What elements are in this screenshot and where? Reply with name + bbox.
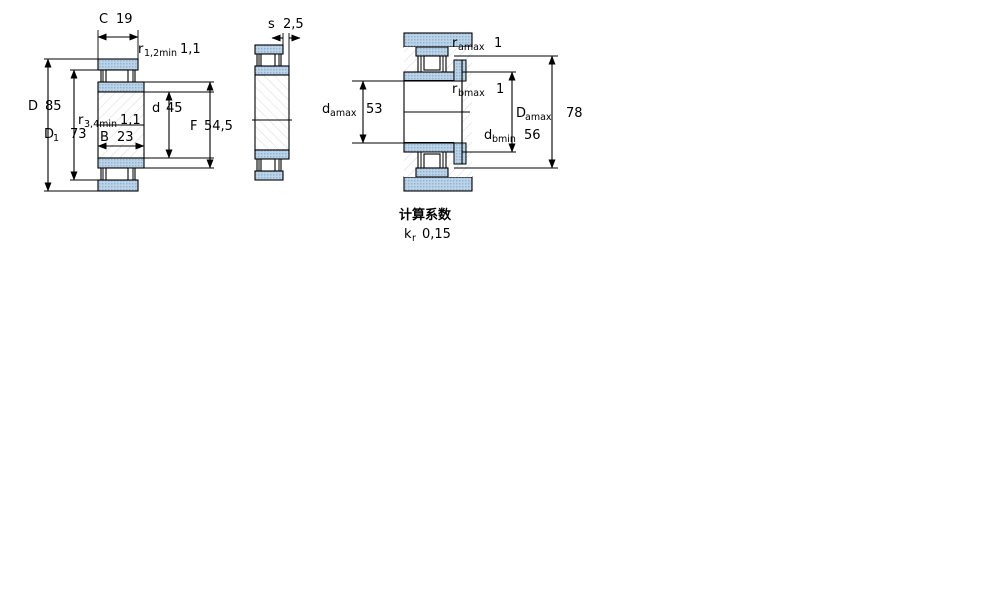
dimension-B: B 23 xyxy=(97,130,145,150)
calculation-factor-symbol: k xyxy=(404,227,412,242)
dimension-D1-sub: 1 xyxy=(53,133,59,144)
dimension-C-value: 19 xyxy=(116,12,133,27)
dimension-r12min-symbol: r xyxy=(138,42,144,57)
right-bearing-body xyxy=(403,80,470,144)
middle-outer-ring-lower xyxy=(254,149,290,181)
dimension-ramax-symbol: r xyxy=(452,36,458,51)
dimension-ramax-value: 1 xyxy=(494,36,502,51)
dimension-D1-value: 73 xyxy=(70,127,87,142)
dimension-d-label: d xyxy=(152,101,160,116)
dimension-r12min-sub: 1,2min xyxy=(144,48,177,59)
outer-ring-lower xyxy=(97,157,145,192)
dimension-B-value: 23 xyxy=(117,130,134,145)
dimension-damax-symbol: d xyxy=(322,102,330,117)
dimension-damax-value: 53 xyxy=(366,102,383,117)
dimension-Damax-symbol: D xyxy=(516,106,526,121)
dimension-dbmin: d bmin 56 xyxy=(462,71,541,153)
dimension-dbmin-symbol: d xyxy=(484,128,492,143)
dimension-F-label: F xyxy=(190,119,197,134)
dimension-D: D 85 xyxy=(28,58,98,192)
dimension-s-value: 2,5 xyxy=(283,17,304,32)
middle-body xyxy=(252,74,292,151)
calculation-factor-caption: 计算系数 k r 0,15 xyxy=(399,207,452,244)
dimension-F: F 54,5 xyxy=(144,81,233,169)
dimension-rbmax-symbol: r xyxy=(452,82,458,97)
calculation-factor-title: 计算系数 xyxy=(399,207,452,223)
dimension-r34min-value: 1,1 xyxy=(120,113,141,128)
dimension-Damax-sub: amax xyxy=(525,112,552,123)
dimension-d: d 45 xyxy=(144,91,214,159)
dimension-dbmin-sub: bmin xyxy=(492,134,516,145)
middle-outer-ring-upper xyxy=(254,44,290,76)
dimension-F-value: 54,5 xyxy=(204,119,233,134)
housing-lower xyxy=(403,176,473,192)
dimension-s: s 2,5 xyxy=(268,17,304,70)
dimension-C-label: C xyxy=(99,12,108,27)
outer-ring-upper xyxy=(97,58,145,93)
dimension-Damax-value: 78 xyxy=(566,106,583,121)
view-left: C 19 r 1,2min 1,1 r 3,4min 1,1 D 85 xyxy=(28,12,233,192)
dimension-D1: D 1 73 xyxy=(44,69,101,181)
fillet-lower xyxy=(453,142,467,165)
dimension-ramax: r amax 1 xyxy=(452,36,502,53)
dimension-B-label: B xyxy=(100,130,109,145)
view-right: r amax 1 r bmax 1 d amax 53 d bmin 56 xyxy=(322,32,583,244)
dimension-dbmin-value: 56 xyxy=(524,128,541,143)
dimension-damax: d amax 53 xyxy=(322,80,404,144)
dimension-rbmax: r bmax 1 xyxy=(452,82,504,99)
dimension-D1-symbol: D xyxy=(44,127,54,142)
dimension-r34min-symbol: r xyxy=(78,113,84,128)
dimension-r34min: r 3,4min 1,1 xyxy=(78,113,141,130)
dimension-D-label: D xyxy=(28,99,38,114)
fillet-upper xyxy=(453,59,467,82)
calculation-factor-sub: r xyxy=(412,233,416,244)
dimension-r34min-sub: 3,4min xyxy=(84,119,117,130)
dimension-damax-sub: amax xyxy=(330,108,357,119)
dimension-ramax-sub: amax xyxy=(458,42,485,53)
dimension-rbmax-value: 1 xyxy=(496,82,504,97)
view-middle: s 2,5 xyxy=(252,17,304,181)
dimension-D-value: 85 xyxy=(45,99,62,114)
dimension-d-value: 45 xyxy=(166,101,183,116)
dimension-C: C 19 xyxy=(97,12,139,59)
dimension-Damax: D amax 78 xyxy=(454,55,583,169)
dimension-s-label: s xyxy=(268,17,275,32)
dimension-r12min-value: 1,1 xyxy=(180,42,201,57)
dimension-r12min: r 1,2min 1,1 xyxy=(138,42,201,59)
calculation-factor-value: 0,15 xyxy=(422,227,451,242)
dimension-rbmax-sub: bmax xyxy=(458,88,485,99)
